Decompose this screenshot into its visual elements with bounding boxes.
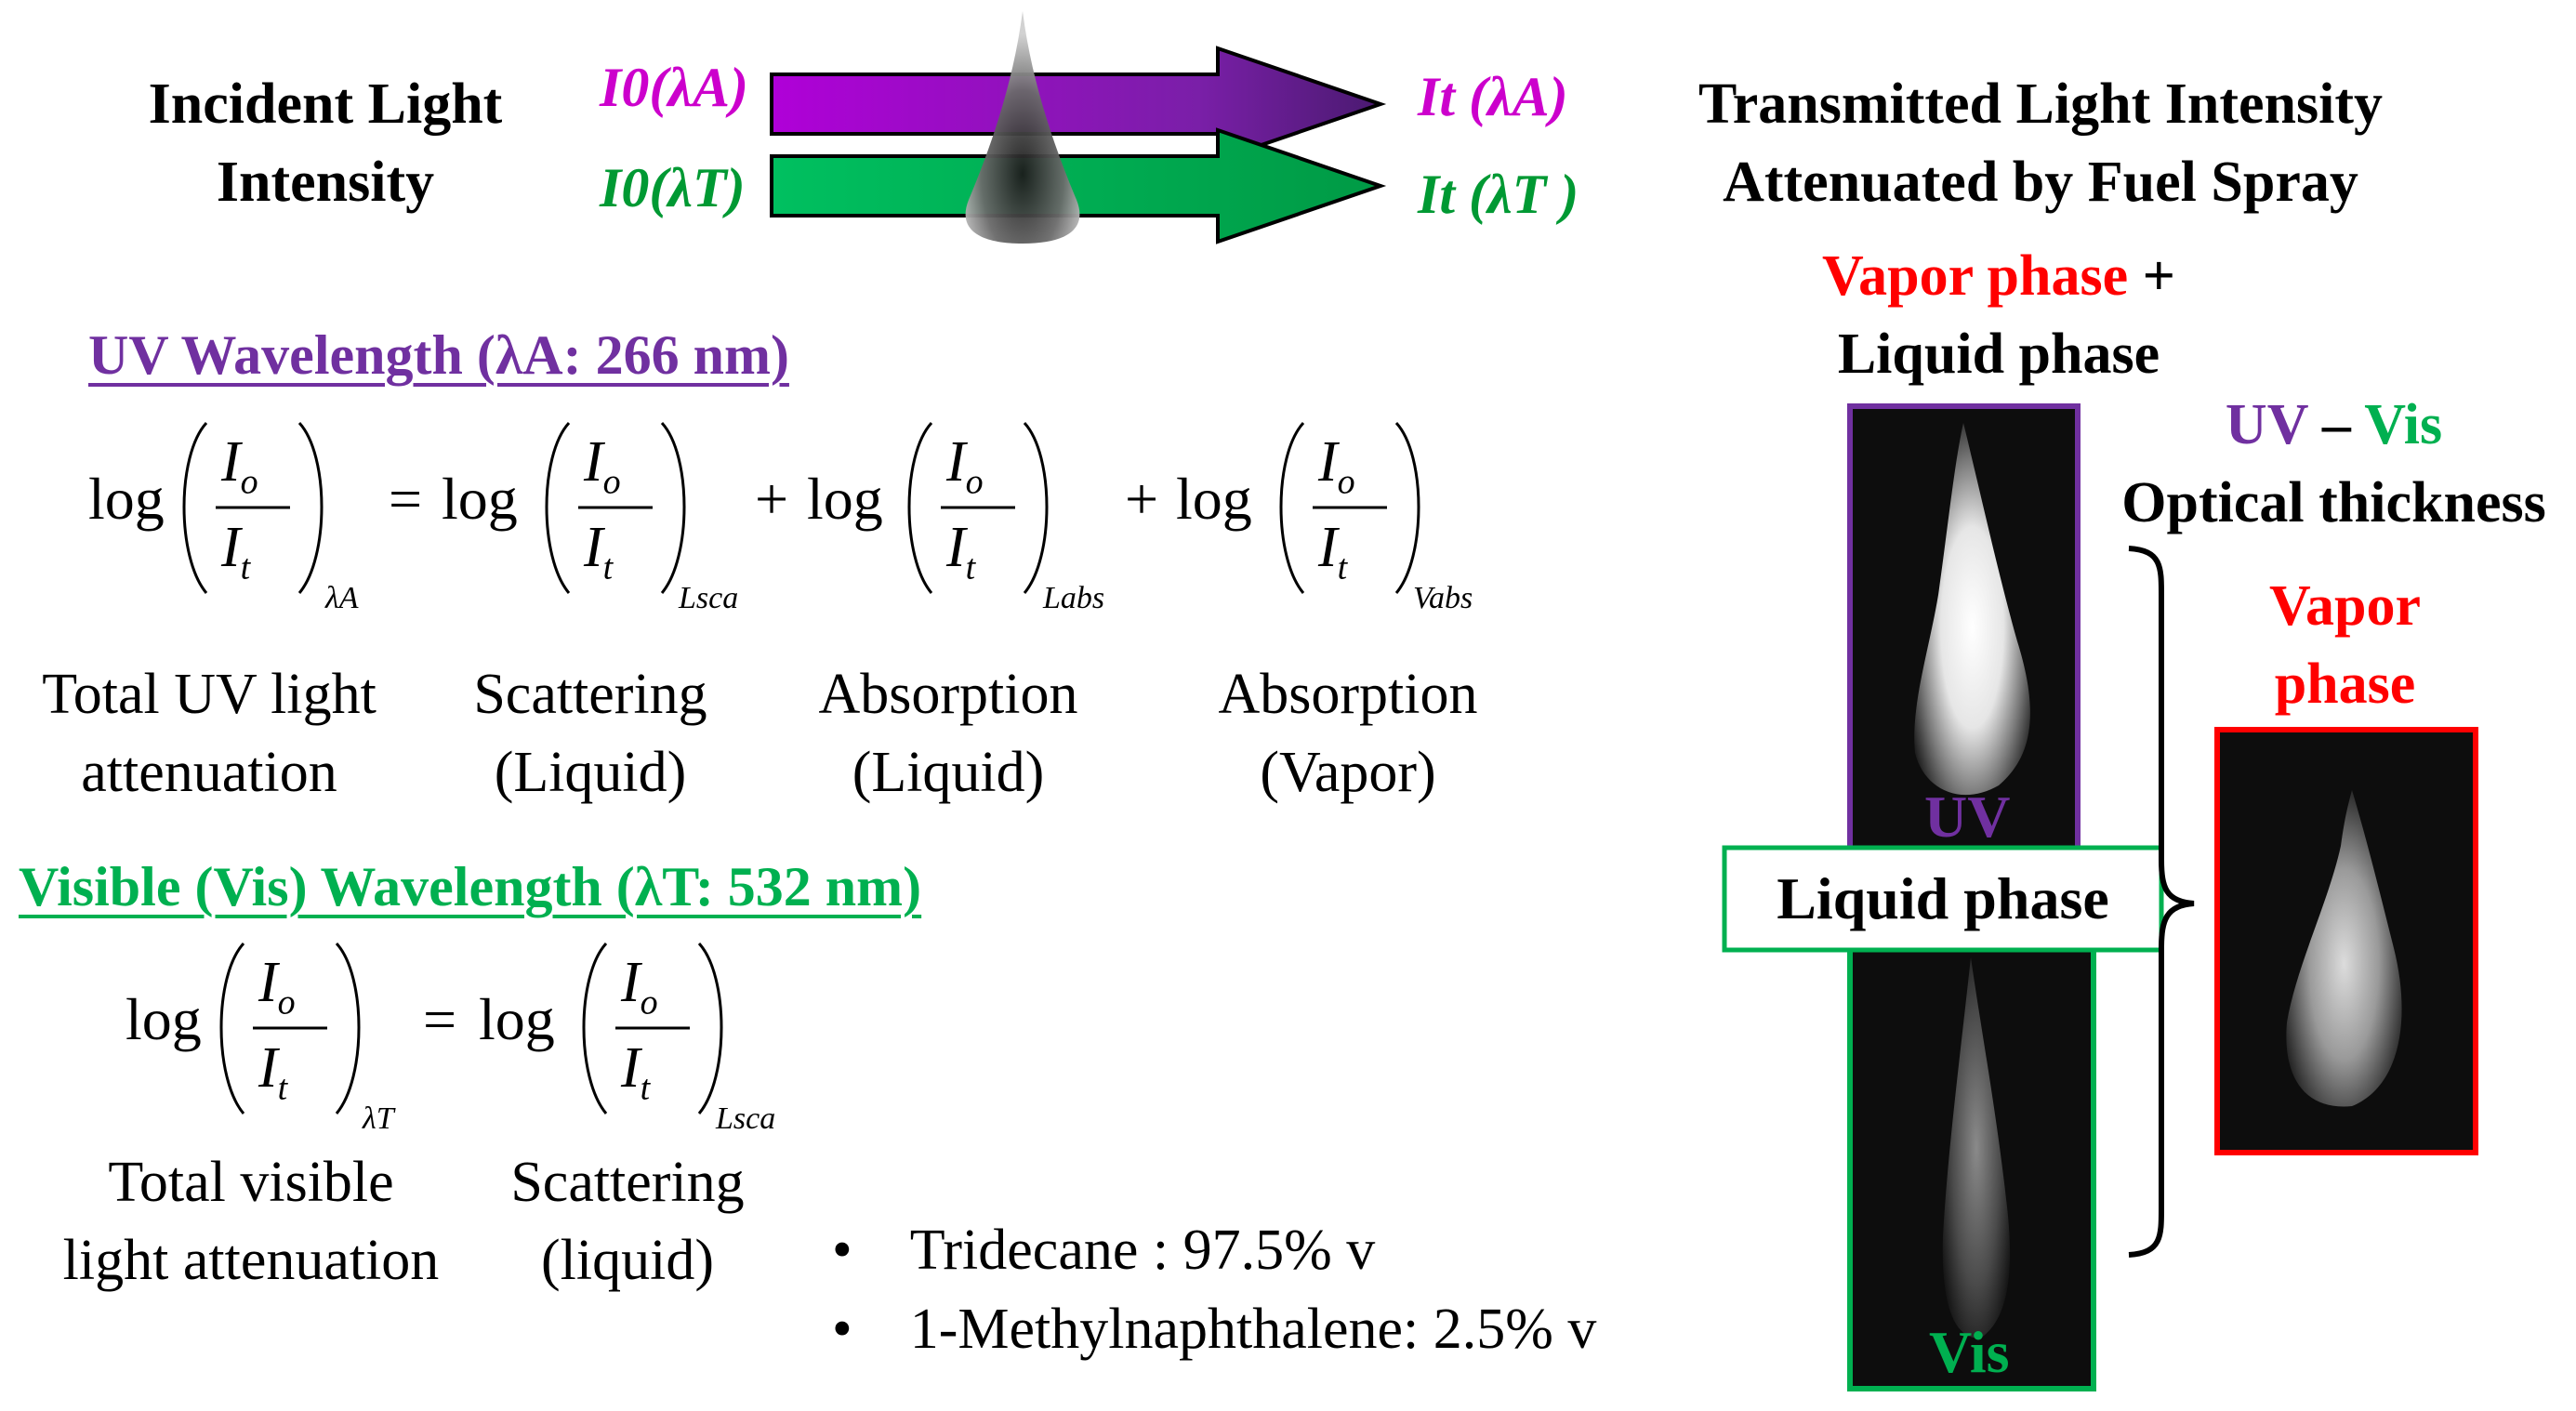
liquid-phase-box-label: Liquid phase	[1777, 865, 2109, 931]
vapor-line2: phase	[2274, 653, 2416, 716]
uv-frac3-num: Io	[946, 430, 984, 502]
vapor-line1: Vapor	[2268, 574, 2422, 638]
it-vis-label: It (λT )	[1418, 164, 1579, 225]
uv-frac2-den: It	[584, 516, 614, 587]
vapor-spray-plume	[2286, 790, 2402, 1107]
vapor-phase-label: Vapor phase	[2213, 567, 2477, 723]
vis-frac1-den: It	[258, 1036, 288, 1108]
vis-heading: Visible (Vis) Wavelength (λT: 532 nm)	[19, 856, 922, 917]
uv-term-abs-liquid: Absorption (Liquid)	[795, 655, 1102, 811]
vis-term-total-l1: Total visible	[108, 1151, 394, 1214]
uv-frac3-den: It	[946, 516, 976, 587]
vapor-phase-text: Vapor phase	[1822, 244, 2129, 308]
uv-term-total: Total UV light attenuation	[9, 655, 409, 811]
uv-term-labs-l1: Absorption	[818, 663, 1078, 726]
incident-line2: Intensity	[216, 151, 435, 214]
fuel-item-2-text: 1-Methylnaphthalene: 2.5% v	[909, 1298, 1597, 1361]
uv-sub-total: λA	[325, 581, 359, 615]
transmitted-label: Transmitted Light Intensity Attenuated b…	[1622, 65, 2459, 221]
fuel-spray-icon	[965, 11, 1080, 244]
uv-text: UV	[2225, 393, 2308, 456]
liquid-phase-top-text: Liquid phase	[1837, 323, 2160, 386]
uv-term-labs-l2: (Liquid)	[852, 741, 1045, 804]
uv-spray-plume	[1914, 423, 2030, 796]
uv-sub-vabs: Vabs	[1413, 581, 1473, 615]
optical-thickness-text: Optical thickness	[2121, 471, 2546, 534]
uv-eq-log-3: log	[807, 466, 883, 532]
uv-frac2-num: Io	[584, 430, 621, 502]
transmitted-line2: Attenuated by Fuel Spray	[1723, 151, 2358, 214]
uv-sub-sca: Lsca	[679, 581, 739, 615]
uv-frac4-den: It	[1318, 516, 1348, 587]
vis-eq-log-2: log	[479, 986, 555, 1052]
vis-panel-label: Vis	[1929, 1319, 2010, 1385]
i0-vis-label: I0(λT)	[600, 157, 746, 218]
uv-frac1-num: Io	[221, 430, 258, 502]
uv-eq-log-2: log	[442, 466, 518, 532]
plus-text: +	[2142, 244, 2175, 308]
vis-spray-plume	[1942, 957, 2011, 1338]
vapor-plus-liquid-label: Vapor phase + Liquid phase	[1711, 237, 2287, 393]
incident-line1: Incident Light	[148, 73, 503, 136]
fuel-item-1-text: Tridecane : 97.5% v	[909, 1219, 1376, 1282]
uv-eq-plus-2: +	[1125, 466, 1159, 532]
vis-frac1-num: Io	[258, 951, 296, 1022]
vis-frac2-den: It	[621, 1036, 651, 1108]
vis-term-total-l2: light attenuation	[62, 1229, 440, 1292]
optical-thickness-label: UV – Vis Optical thickness	[2092, 386, 2576, 542]
it-uv-label: It (λA)	[1418, 66, 1568, 127]
vis-equation-parens	[219, 942, 723, 1114]
fuel-item-2: • 1-Methylnaphthalene: 2.5% v	[832, 1298, 1597, 1361]
uv-eq-equals: =	[389, 466, 423, 532]
uv-eq-log-4: log	[1176, 466, 1252, 532]
uv-frac4-num: Io	[1318, 430, 1355, 502]
uv-term-sca-l2: (Liquid)	[494, 741, 687, 804]
uv-term-sca-l1: Scattering	[473, 663, 707, 726]
vis-term-sca-l2: (liquid)	[541, 1229, 714, 1292]
uv-panel-label: UV	[1924, 784, 2011, 850]
uv-term-total-l2: attenuation	[81, 741, 337, 804]
liquid-phase-box	[1722, 845, 2164, 953]
uv-sub-labs: Labs	[1043, 581, 1105, 615]
uv-heading: UV Wavelength (λA: 266 nm)	[88, 324, 789, 386]
uv-eq-plus-1: +	[755, 466, 789, 532]
uv-frac1-den: It	[221, 516, 251, 587]
vis-sub-total: λT	[363, 1101, 394, 1136]
vis-eq-equals: =	[423, 986, 457, 1052]
vis-beam-arrow	[770, 127, 1387, 244]
uv-term-total-l1: Total UV light	[42, 663, 376, 726]
vis-term-total: Total visible light attenuation	[46, 1143, 456, 1299]
vis-text: Vis	[2364, 393, 2443, 456]
uv-eq-log-1: log	[88, 466, 165, 532]
i0-uv-label: I0(λA)	[600, 57, 748, 118]
transmitted-line1: Transmitted Light Intensity	[1698, 73, 2383, 136]
minus-text: –	[2321, 393, 2351, 456]
fuel-item-1: • Tridecane : 97.5% v	[832, 1219, 1376, 1282]
uv-term-vabs-l2: (Vapor)	[1260, 741, 1436, 804]
subtraction-brace	[2128, 546, 2195, 1258]
incident-label: Incident Light Intensity	[102, 65, 548, 221]
uv-term-vabs-l1: Absorption	[1218, 663, 1478, 726]
vis-term-sca-l1: Scattering	[510, 1151, 745, 1214]
vis-term-scattering: Scattering (liquid)	[474, 1143, 781, 1299]
uv-term-scattering: Scattering (Liquid)	[437, 655, 744, 811]
uv-beam-arrow	[770, 46, 1387, 163]
vis-frac2-num: Io	[621, 951, 658, 1022]
vis-eq-log-1: log	[125, 986, 202, 1052]
uv-term-abs-vapor: Absorption (Vapor)	[1195, 655, 1501, 811]
vis-sub-sca: Lsca	[716, 1101, 776, 1136]
uv-equation-parens	[182, 421, 1420, 594]
